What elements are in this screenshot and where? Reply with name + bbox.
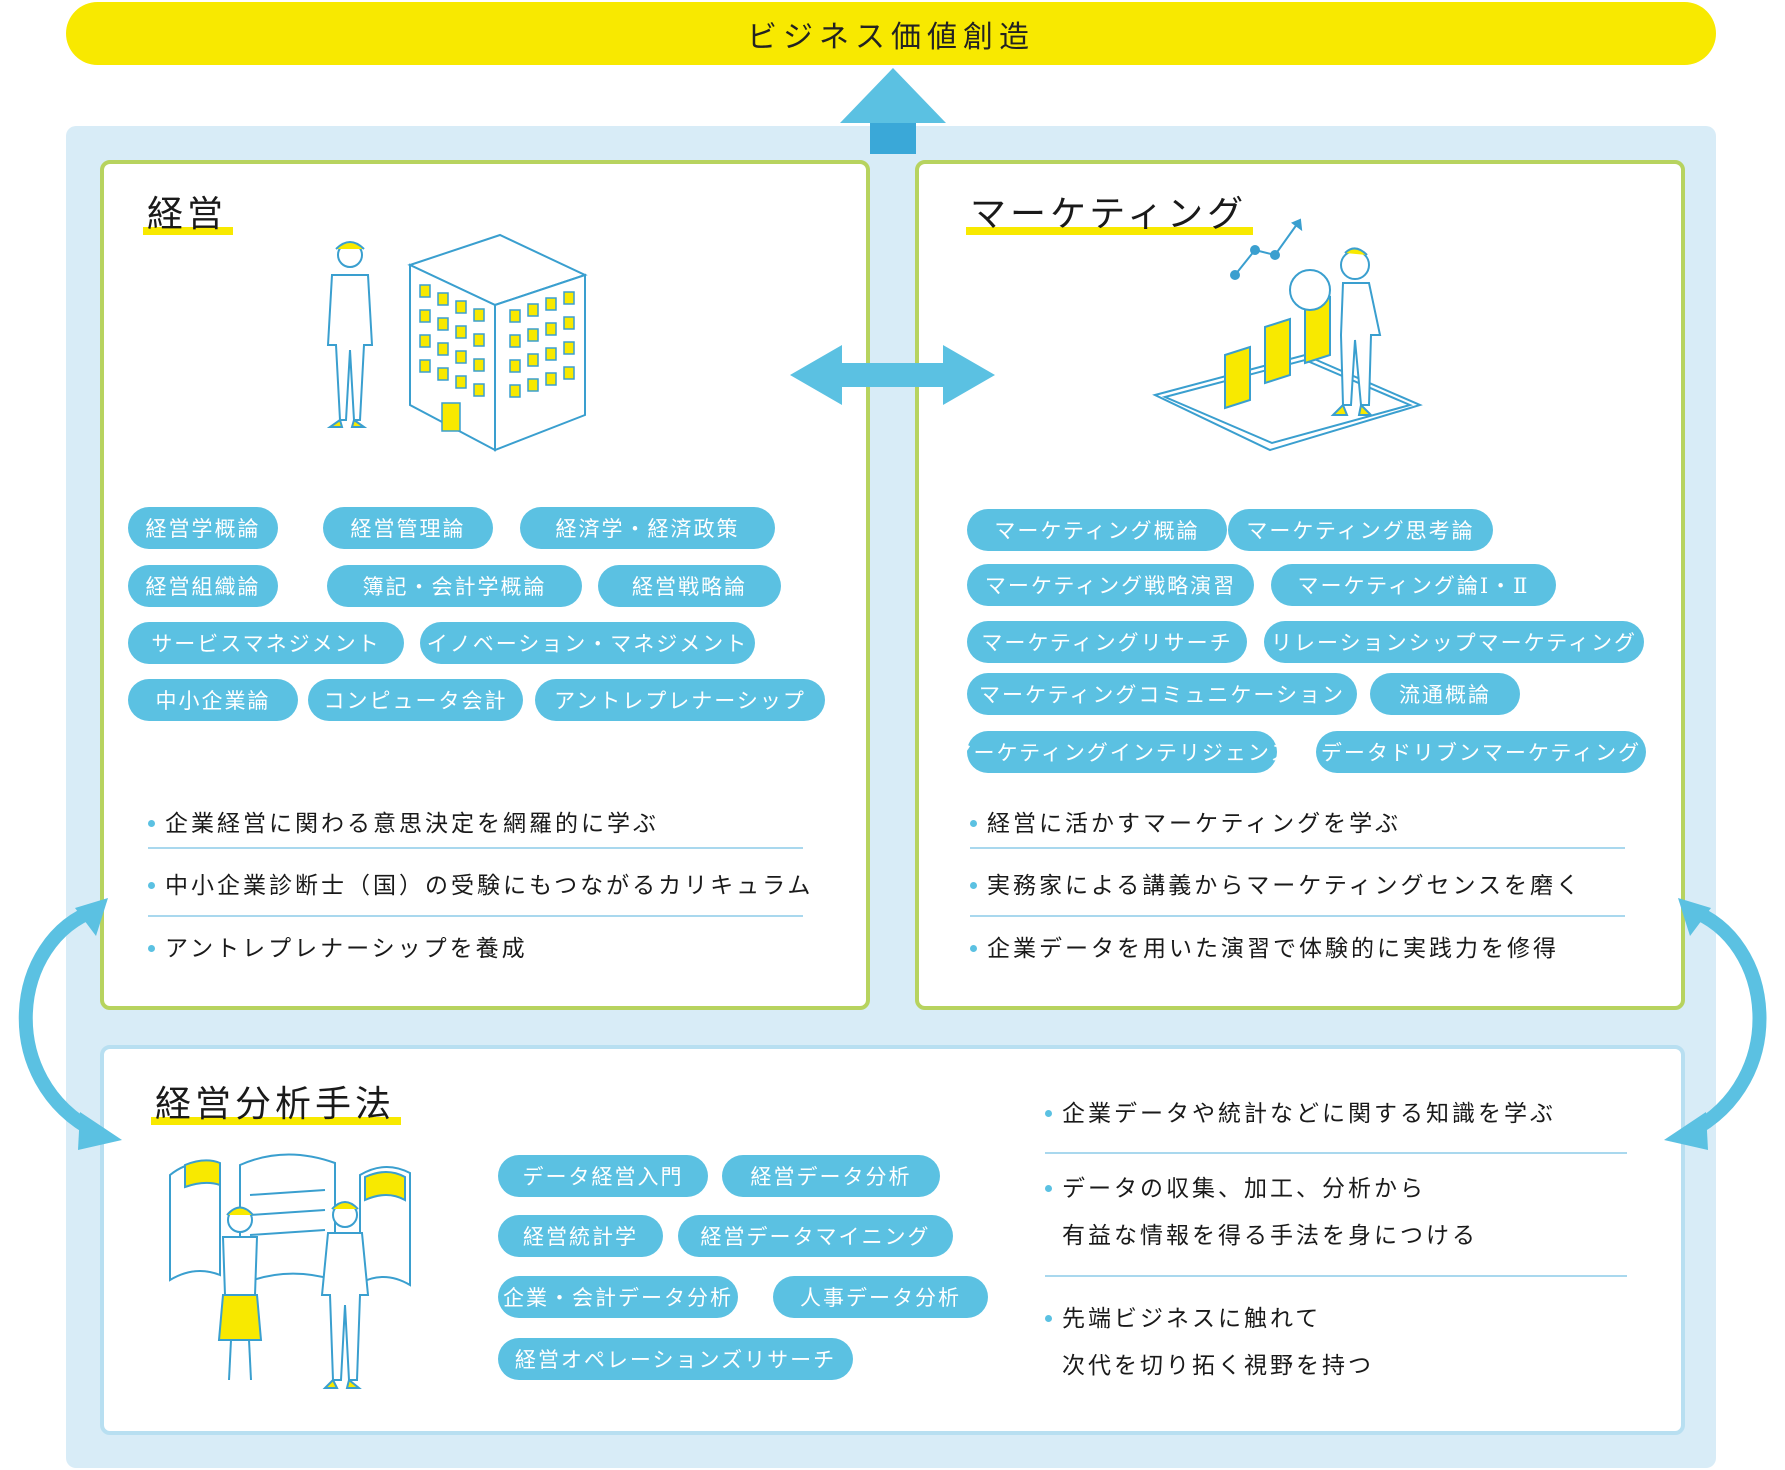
course-pill: 経営組織論 — [128, 565, 278, 607]
keiei-point-text: 企業経営に関わる意思決定を網羅的に学ぶ — [165, 811, 659, 837]
analysis-point: 先端ビジネスに触れて — [1045, 1295, 1321, 1343]
keiei-point-text: 中小企業診断士（国）の受験にもつながるカリキュラム — [165, 873, 814, 899]
divider — [970, 915, 1625, 917]
course-pill: 経営データマイニング — [678, 1215, 953, 1257]
businessman-building-illustration — [326, 233, 588, 452]
course-pill: アントレプレナーシップ — [535, 679, 825, 721]
course-pill: 経営戦略論 — [598, 565, 781, 607]
course-pill: データドリブンマーケティング — [1316, 731, 1646, 773]
marketing-title: マーケティング — [966, 185, 1254, 237]
divider — [148, 915, 803, 917]
analysis-title-text: 経営分析手法 — [155, 1084, 396, 1125]
marketing-point: 経営に活かすマーケティングを学ぶ — [970, 800, 1401, 848]
curved-arrow-right-icon — [1664, 898, 1767, 1150]
divider — [1045, 1275, 1627, 1277]
course-pill: マーケティング思考論 — [1228, 509, 1493, 551]
course-pill: マーケティング論Ⅰ・Ⅱ — [1271, 564, 1556, 606]
marketing-point-text: 実務家による講義からマーケティングセンスを磨く — [987, 873, 1583, 899]
analysis-point: データの収集、加工、分析から — [1045, 1165, 1426, 1213]
divider — [1045, 1152, 1627, 1154]
analysis-point-text: 次代を切り拓く視野を持つ — [1062, 1353, 1374, 1379]
marketing-point-text: 経営に活かすマーケティングを学ぶ — [987, 811, 1402, 837]
analysis-point-text: 先端ビジネスに触れて — [1062, 1306, 1322, 1332]
marketing-point: 実務家による講義からマーケティングセンスを磨く — [970, 862, 1582, 910]
course-pill: サービスマネジメント — [128, 622, 404, 664]
goal-banner-title: ビジネス価値創造 — [747, 19, 1035, 55]
course-pill: 人事データ分析 — [773, 1276, 988, 1318]
course-pill: マーケティングコミュニケーション — [967, 673, 1357, 715]
course-pill: マーケティングリサーチ — [967, 621, 1247, 663]
marketing-point-text: 企業データを用いた演習で体験的に実践力を修得 — [987, 936, 1559, 962]
data-analysis-illustration — [169, 1153, 411, 1389]
course-pill: コンピュータ会計 — [308, 679, 523, 721]
analysis-point-text: データの収集、加工、分析から — [1062, 1176, 1426, 1202]
analysis-point: 企業データや統計などに関する知識を学ぶ — [1045, 1090, 1556, 1138]
course-pill: マーケティング概論 — [967, 509, 1227, 551]
course-pill: 経営データ分析 — [722, 1155, 940, 1197]
divider — [148, 847, 803, 849]
course-pill: 簿記・会計学概論 — [327, 565, 582, 607]
analysis-title: 経営分析手法 — [151, 1075, 402, 1127]
keiei-title-text: 経営 — [147, 194, 228, 235]
course-pill: 企業・会計データ分析 — [498, 1276, 738, 1318]
course-pill: 流通概論 — [1370, 673, 1520, 715]
analysis-point-text: 企業データや統計などに関する知識を学ぶ — [1062, 1101, 1556, 1127]
divider — [970, 847, 1625, 849]
course-pill: 経済学・経済政策 — [520, 507, 775, 549]
course-pill: 中小企業論 — [128, 679, 298, 721]
analysis-point-cont: 次代を切り拓く視野を持つ — [1062, 1342, 1374, 1390]
keiei-point-text: アントレプレナーシップを養成 — [165, 936, 528, 962]
marketing-chart-illustration — [1152, 218, 1423, 452]
course-pill: イノベーション・マネジメント — [420, 622, 755, 664]
goal-banner: ビジネス価値創造 — [66, 2, 1716, 65]
marketing-point: 企業データを用いた演習で体験的に実践力を修得 — [970, 925, 1559, 973]
analysis-point-text: 有益な情報を得る手法を身につける — [1062, 1223, 1478, 1249]
keiei-point: アントレプレナーシップを養成 — [148, 925, 528, 973]
marketing-title-text: マーケティング — [970, 194, 1248, 235]
analysis-point-cont: 有益な情報を得る手法を身につける — [1062, 1212, 1478, 1260]
course-pill: リレーションシップマーケティング — [1264, 621, 1644, 663]
curved-arrow-left-icon — [18, 898, 122, 1150]
course-pill: 経営統計学 — [498, 1215, 663, 1257]
course-pill: 経営オペレーションズリサーチ — [498, 1338, 853, 1380]
course-pill: 経営学概論 — [128, 507, 278, 549]
up-arrow-icon — [840, 68, 946, 154]
keiei-title: 経営 — [143, 185, 234, 237]
keiei-point: 中小企業診断士（国）の受験にもつながるカリキュラム — [148, 862, 813, 910]
course-pill: マーケティング戦略演習 — [967, 564, 1254, 606]
course-pill: データ経営入門 — [498, 1155, 708, 1197]
course-pill: マーケティングインテリジェンス — [951, 731, 1291, 773]
course-pill: 経営管理論 — [323, 507, 493, 549]
horizontal-double-arrow-icon — [790, 345, 995, 405]
keiei-point: 企業経営に関わる意思決定を網羅的に学ぶ — [148, 800, 659, 848]
